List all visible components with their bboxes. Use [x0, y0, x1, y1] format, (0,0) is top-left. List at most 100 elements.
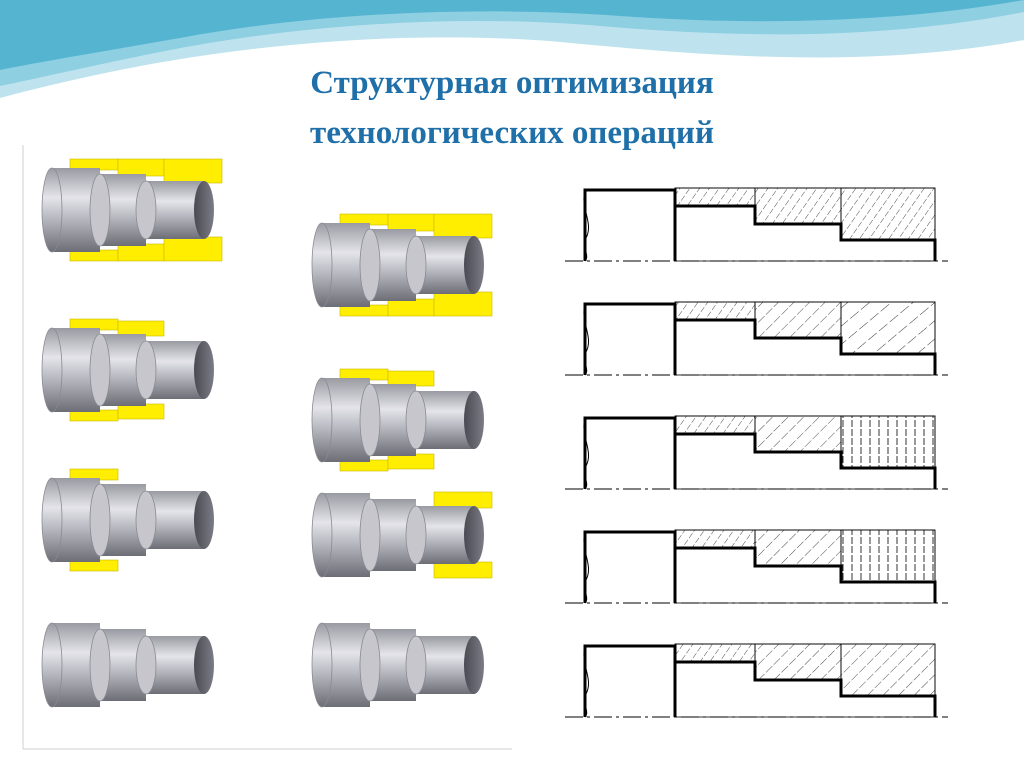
scheme-allowance-zone: [754, 301, 842, 339]
shaft-step-shoulder: [135, 635, 157, 695]
shaft-end-face: [194, 491, 214, 549]
shaft-step-shoulder: [359, 498, 381, 572]
stock-allowance-top: [163, 158, 223, 184]
stock-allowance-top: [433, 213, 493, 239]
shaft-step-shoulder: [89, 173, 111, 247]
shaft-end-face: [464, 391, 484, 449]
stepped-shaft: [311, 622, 484, 708]
stock-allowance-bottom: [117, 403, 165, 420]
machining-scheme: [565, 301, 948, 376]
scheme-finished-contour-top: [673, 204, 937, 261]
shaft-step-shoulder: [359, 383, 381, 457]
shaft-end-face: [464, 506, 484, 564]
stock-allowance-bottom: [387, 453, 435, 470]
shaft-end-face: [194, 181, 214, 239]
scheme-allowance-zone: [840, 643, 936, 697]
stock-allowance-top: [117, 320, 165, 337]
scheme-allowance-zone: [674, 529, 756, 549]
shaft-step-shoulder: [41, 622, 63, 708]
scheme-finished-contour-top: [673, 546, 937, 603]
shaft-step-shoulder: [89, 628, 111, 702]
scheme-allowance-zone: [674, 415, 756, 435]
stock-allowance-top: [387, 370, 435, 387]
stock-allowance-top: [433, 491, 493, 509]
scheme-chuck-outline: [583, 644, 677, 717]
slide-title: Структурная оптимизация технологических …: [200, 58, 824, 158]
shaft-step-shoulder: [41, 477, 63, 563]
shaft-end-face: [464, 636, 484, 694]
shaft-step-shoulder: [89, 483, 111, 557]
shaft-step-shoulder: [311, 492, 333, 578]
scheme-break-line: [583, 531, 590, 604]
scheme-finished-part: [677, 208, 933, 259]
wave-highlight: [0, 49, 1024, 106]
stock-allowance-bottom: [433, 561, 493, 579]
stepped-shaft: [311, 368, 484, 472]
scheme-finished-part: [677, 550, 933, 601]
stepped-shaft: [311, 491, 493, 579]
stepped-shaft: [41, 622, 214, 708]
scheme-chuck-outline: [583, 188, 677, 261]
machining-scheme: [565, 187, 948, 262]
scheme-break-line: [583, 303, 590, 376]
scheme-allowance-zone: [840, 529, 936, 583]
parts-column-a: [41, 158, 223, 708]
scheme-chuck-outline: [583, 416, 677, 489]
scheme-chuck-outline: [583, 530, 677, 603]
shaft-step-shoulder: [135, 340, 157, 400]
stepped-shaft: [41, 158, 223, 262]
shaft-step-shoulder: [41, 167, 63, 253]
parts-column-b: [311, 213, 493, 708]
scheme-break-line: [583, 645, 590, 718]
shaft-step-shoulder: [41, 327, 63, 413]
shaft-end-face: [194, 341, 214, 399]
scheme-allowance-zone: [754, 415, 842, 453]
shaft-step-shoulder: [135, 490, 157, 550]
stepped-shaft: [311, 213, 493, 317]
scheme-finished-contour-top: [673, 318, 937, 375]
shaft-step-shoulder: [89, 333, 111, 407]
scheme-finished-part: [677, 322, 933, 373]
stepped-shaft: [41, 468, 214, 572]
scheme-finished-contour-top: [673, 432, 937, 489]
shaft-end-face: [194, 636, 214, 694]
scheme-allowance-zone: [674, 301, 756, 321]
scheme-break-line: [583, 189, 590, 262]
wave-dark: [0, 0, 1024, 70]
stock-allowance-bottom: [117, 243, 165, 262]
shaft-step-shoulder: [359, 228, 381, 302]
machining-scheme: [565, 643, 948, 718]
scheme-allowance-zone: [754, 643, 842, 681]
shaft-step-shoulder: [405, 635, 427, 695]
shaft-end-face: [464, 236, 484, 294]
scheme-finished-contour-top: [673, 660, 937, 717]
shaft-step-shoulder: [405, 505, 427, 565]
title-line-1: Структурная оптимизация: [310, 65, 714, 101]
stock-allowance-top: [117, 158, 165, 177]
shaft-step-shoulder: [135, 180, 157, 240]
scheme-break-line: [583, 417, 590, 490]
machining-scheme: [565, 529, 948, 604]
stock-allowance-bottom: [387, 298, 435, 317]
machining-schemes: [565, 187, 948, 718]
scheme-list: [565, 187, 948, 718]
stock-allowance-top: [387, 213, 435, 232]
scheme-finished-part: [677, 664, 933, 715]
scheme-chuck-outline: [583, 302, 677, 375]
scheme-allowance-zone: [840, 187, 936, 241]
shaft-step-shoulder: [359, 628, 381, 702]
stock-allowance-bottom: [433, 291, 493, 317]
shaft-step-shoulder: [311, 222, 333, 308]
shaft-step-shoulder: [311, 622, 333, 708]
decorative-wave-header: [0, 0, 1024, 106]
title-line-2: технологических операций: [310, 115, 714, 151]
scheme-allowance-zone: [674, 187, 756, 207]
stock-allowance-bottom: [163, 236, 223, 262]
scheme-allowance-zone: [840, 301, 936, 355]
parts-illustration: [22, 145, 512, 750]
scheme-allowance-zone: [674, 643, 756, 663]
shaft-step-shoulder: [405, 390, 427, 450]
shaft-step-shoulder: [405, 235, 427, 295]
machining-scheme: [565, 415, 948, 490]
